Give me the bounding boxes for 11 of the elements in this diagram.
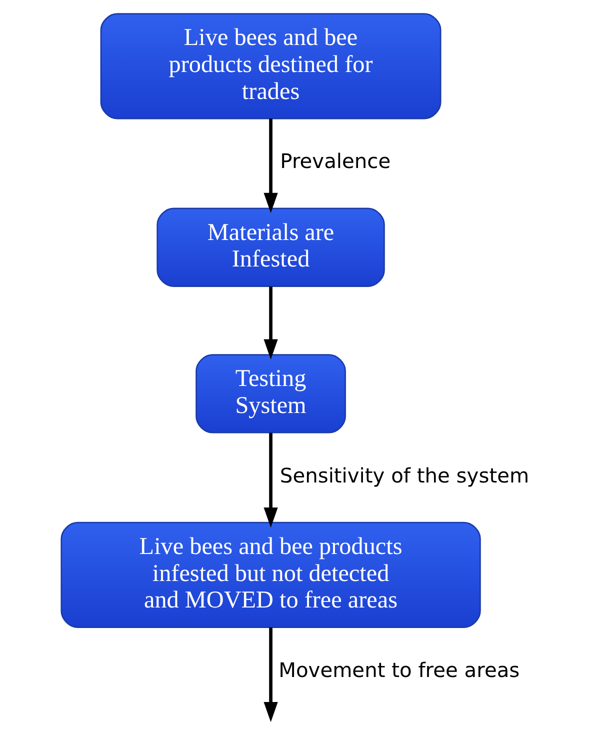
- node-box: Materials are Infested: [156, 208, 384, 287]
- arrow: [263, 118, 278, 214]
- arrow: [263, 432, 278, 528]
- edge-label: Movement to free areas: [278, 658, 520, 682]
- edge-label: Sensitivity of the system: [279, 463, 529, 488]
- node-box: Live bees and bee products destined for trades: [100, 13, 441, 120]
- arrow: [263, 286, 278, 360]
- node-box: Testing System: [195, 354, 346, 434]
- edge-label: Prevalence: [280, 149, 390, 174]
- arrow: [263, 628, 278, 722]
- node-box: Live bees and bee products infested but not detected and MOVED to free areas: [60, 522, 480, 628]
